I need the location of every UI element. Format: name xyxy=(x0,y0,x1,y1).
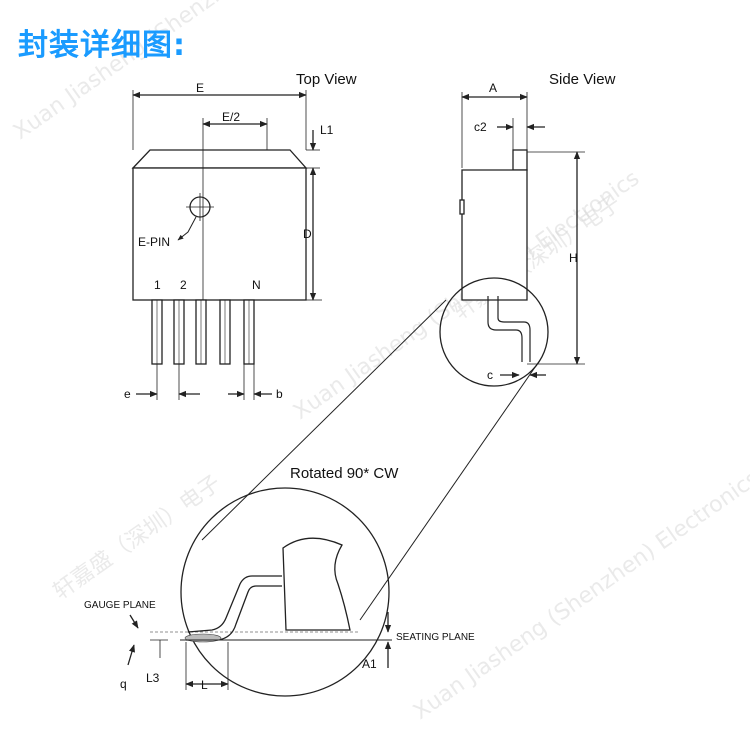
label-c: c xyxy=(487,368,493,382)
label-A1: A1 xyxy=(362,657,377,671)
label-L1: L1 xyxy=(320,123,334,137)
side-view-label: Side View xyxy=(549,71,616,88)
top-view-tab xyxy=(131,149,308,169)
top-view-pins xyxy=(151,299,255,365)
label-pin-1: 1 xyxy=(154,278,161,292)
label-E2: E/2 xyxy=(222,110,240,124)
label-L3: L3 xyxy=(146,671,160,685)
label-E: E xyxy=(196,81,204,95)
label-q: q xyxy=(120,677,127,691)
top-view-label: Top View xyxy=(296,71,357,88)
label-pin-2: 2 xyxy=(180,278,187,292)
label-gauge-plane: GAUGE PLANE xyxy=(84,600,156,611)
rotated-label: Rotated 90* CW xyxy=(290,465,399,482)
rotated-detail xyxy=(127,537,392,690)
label-D: D xyxy=(303,227,312,241)
label-H: H xyxy=(569,251,578,265)
side-view xyxy=(459,92,585,379)
label-L: L xyxy=(201,678,208,692)
watermark-layer: Xuan Jiasheng (Shenzhen) Electronics Xua… xyxy=(9,0,750,725)
magnifier-small-circle xyxy=(439,277,549,387)
page-title: 封装详细图: xyxy=(18,28,186,63)
magnifier-large-circle xyxy=(180,487,390,697)
top-view-body xyxy=(132,167,307,301)
label-e-pin: E-PIN xyxy=(138,235,170,249)
watermark-text-4: 轩嘉盛（深圳）电子 xyxy=(49,471,226,605)
label-c2: c2 xyxy=(474,120,487,134)
label-e: e xyxy=(124,387,131,401)
label-A: A xyxy=(489,81,497,95)
watermark-text-5: Xuan Jiasheng (Shenzhen) Electronics xyxy=(409,466,750,725)
label-b: b xyxy=(276,387,283,401)
label-seating-plane: SEATING PLANE xyxy=(396,632,475,643)
label-pin-n: N xyxy=(252,278,261,292)
top-view xyxy=(131,90,322,400)
